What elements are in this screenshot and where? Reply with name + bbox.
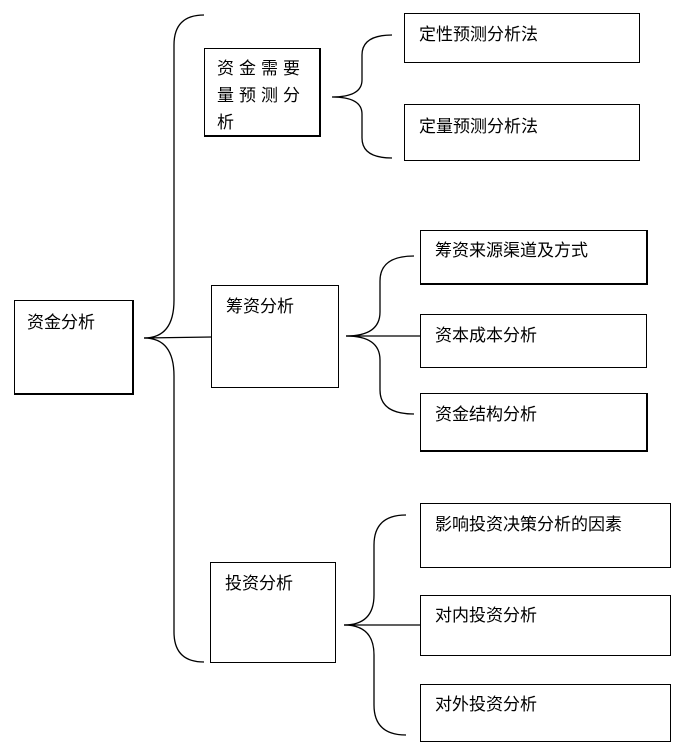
leaf-node-1-2: 定量预测分析法: [404, 104, 640, 161]
root-to-branch-2-line: [143, 336, 213, 339]
branch-node-1: 资金需要量预测分析: [204, 48, 321, 137]
leaf-node-3-3: 对外投资分析: [420, 684, 671, 742]
leaf-1-1-label: 定性预测分析法: [419, 25, 538, 45]
branch-node-2: 筹资分析: [211, 285, 339, 388]
root-label: 资金分析: [27, 313, 95, 333]
leaf-node-2-1: 筹资来源渠道及方式: [420, 230, 648, 285]
branch-1-label: 资金需要量预测分析: [217, 59, 305, 133]
leaf-2-1-label: 筹资来源渠道及方式: [435, 241, 588, 261]
leaf-3-3-label: 对外投资分析: [435, 695, 537, 715]
leaf-node-1-1: 定性预测分析法: [404, 13, 640, 63]
branch-1-brace: [331, 34, 393, 159]
leaf-node-2-3: 资金结构分析: [420, 393, 648, 452]
leaf-node-3-2: 对内投资分析: [420, 595, 671, 656]
leaf-2-2-label: 资本成本分析: [435, 326, 537, 346]
leaf-node-2-2: 资本成本分析: [420, 314, 647, 368]
leaf-node-3-1: 影响投资决策分析的因素: [420, 503, 671, 568]
branch-2-label: 筹资分析: [226, 297, 294, 317]
leaf-3-1-label: 影响投资决策分析的因素: [435, 515, 622, 535]
branch-2-brace: [345, 255, 415, 415]
root-node: 资金分析: [14, 300, 134, 395]
leaf-3-2-label: 对内投资分析: [435, 606, 537, 626]
leaf-1-2-label: 定量预测分析法: [419, 117, 538, 137]
branch-node-3: 投资分析: [210, 562, 336, 663]
branch-3-label: 投资分析: [225, 574, 293, 594]
leaf-2-3-label: 资金结构分析: [435, 405, 537, 425]
